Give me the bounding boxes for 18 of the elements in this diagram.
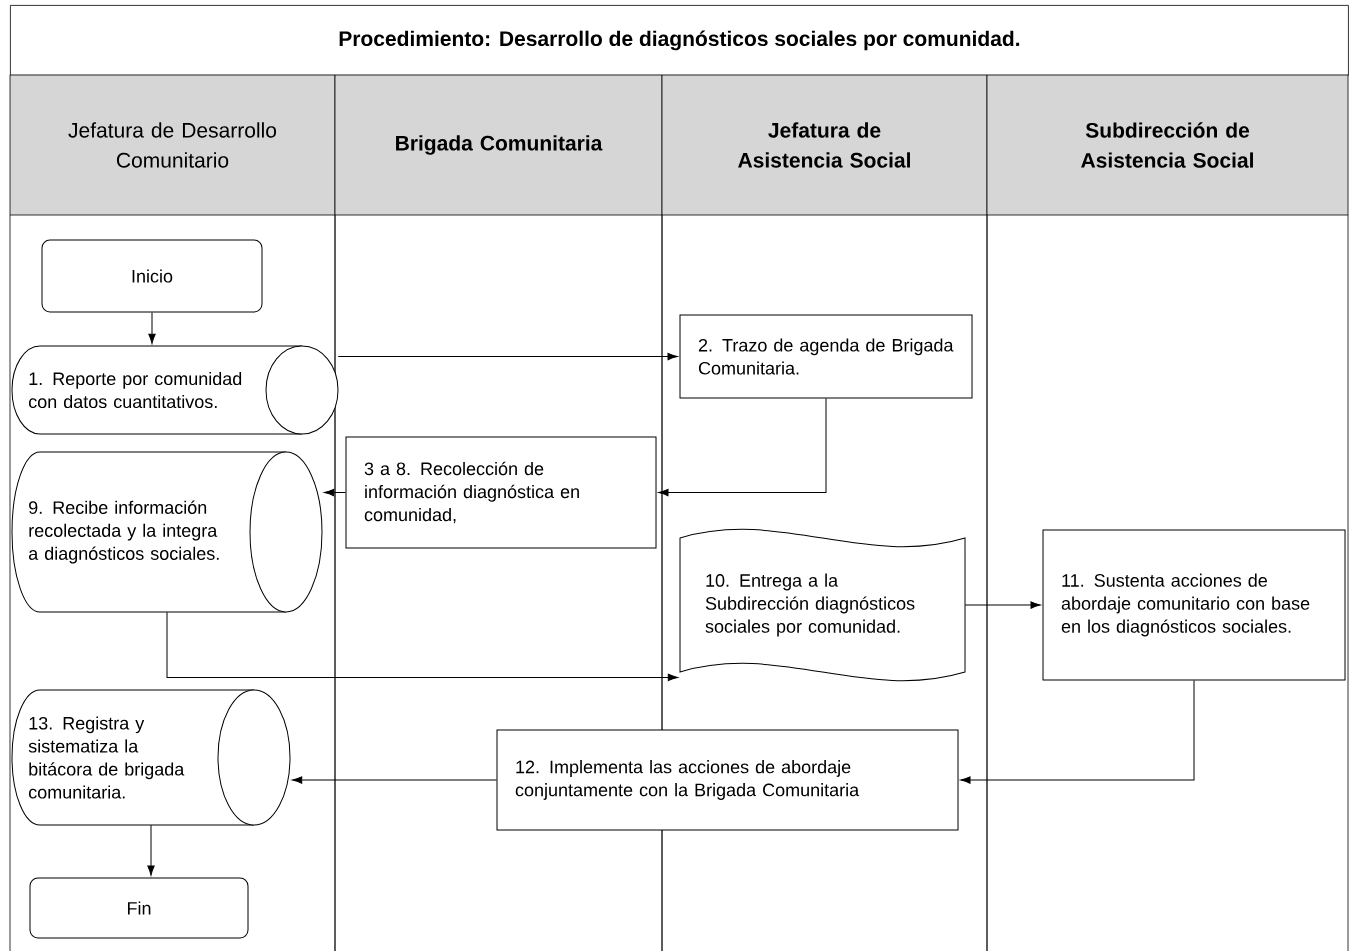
title-bar: Procedimiento: Desarrollo de diagnósticos sociales por comunidad. [10, 5, 1349, 76]
arrow [337, 352, 678, 361]
arrow [292, 776, 497, 784]
arrow [148, 312, 156, 344]
terminal-box: Inicio [41, 239, 263, 313]
terminal-box: Fin [29, 877, 249, 939]
process-box: 2. Trazo de agenda de Brigada Comunitaria. [679, 314, 973, 399]
process-box: 3 a 8. Recolección de información diagnóstica en comunidad, [345, 436, 657, 549]
storage-cylinder: 13. Registra y sistematiza la bitácora de brigada comunitaria. [11, 689, 291, 826]
process-box: 12. Implementa las acciones de abordaje conjuntamente con la Brigada Comunitaria [496, 729, 959, 831]
arrow [964, 601, 1041, 609]
arrow [166, 611, 678, 682]
arrow [960, 680, 1195, 784]
arrow [658, 398, 827, 497]
storage-cylinder: 1. Reporte por comunidad con datos cuantitativos. [11, 345, 339, 435]
arrow [147, 824, 155, 876]
process-box: 11. Sustenta acciones de abordaje comunitario con base en los diagnósticos sociales. [1042, 529, 1346, 681]
storage-cylinder: 9. Recibe información recolectada y la integra a diagnósticos sociales. [11, 451, 323, 613]
